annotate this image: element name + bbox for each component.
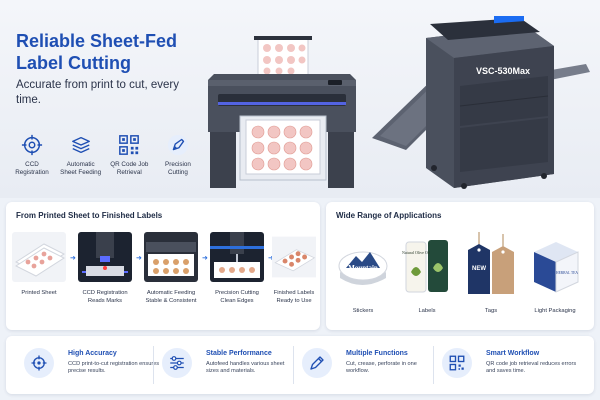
benefit-text: QR code job retrieval reduces errors and… [486, 361, 577, 375]
arrow-right-icon: ➜ [136, 255, 142, 262]
feeding-rollers-image [144, 232, 198, 282]
applications-title: Wide Range of Applications [336, 211, 442, 220]
step-finished-labels: Finished Labels Ready to Use [272, 232, 316, 305]
production-cutter-image: VSC-530Max [372, 16, 590, 189]
hang-tags-image: NEW [468, 232, 514, 294]
benefit-title: Stable Performance [206, 350, 272, 357]
step-precision-cutting: Precision Cutting Clean Edges [208, 232, 266, 305]
sticker-image: Mountain [338, 251, 388, 285]
printed-sheet-image [12, 232, 66, 282]
divider [153, 346, 154, 384]
benefit-multiple-functions: Multiple Functions Cut, crease, perforat… [298, 344, 436, 386]
benefit-title: Multiple Functions [346, 350, 408, 357]
arrow-right-icon: ➜ [202, 255, 208, 262]
step-printed-sheet: Printed Sheet [10, 232, 68, 298]
applications-panel: Wide Range of Applications Mountain Stic… [326, 202, 594, 330]
benefit-title: High Accuracy [68, 350, 117, 357]
application-list: Mountain Stickers Natural Olive Oil Labe… [332, 232, 588, 324]
benefit-text: Cut, crease, perforate in one workflow. [346, 361, 417, 375]
benefit-title: Smart Workflow [486, 350, 540, 357]
application-tags: NEW Tags [460, 232, 522, 314]
application-label: Stickers [352, 308, 374, 314]
process-title: From Printed Sheet to Finished Labels [16, 211, 163, 220]
feature-qr-code-job-retrieval: QR Code Job Retrieval [107, 134, 151, 184]
step-ccd-registration: CCD Registration Reads Marks [76, 232, 134, 305]
feature-ccd-registration: CCD Registration [10, 134, 54, 184]
benefits-panel: High Accuracy CCD print-to-cut registrat… [6, 336, 594, 394]
sticker-art-text: Mountain [348, 264, 378, 272]
benefit-text: Autofeed handles various sheet sizes and… [206, 361, 285, 375]
divider [433, 346, 434, 384]
ccd-camera-image [78, 232, 132, 282]
cutting-head-image [210, 232, 264, 282]
process-panel: From Printed Sheet to Finished Labels Pr… [6, 202, 320, 330]
application-stickers: Mountain Stickers [332, 232, 394, 314]
feature-automatic-sheet-feeding: Automatic Sheet Feeding [59, 134, 103, 184]
benefit-smart-workflow: Smart Workflow QR code job retrieval red… [438, 344, 576, 386]
application-light-packaging: HERBAL TEA Light Packaging [524, 232, 586, 314]
target-icon [21, 134, 43, 156]
step-label: Printed Sheet [21, 290, 57, 296]
step-label: Precision Cutting Clean Edges [215, 290, 259, 304]
packaging-box-image: HERBAL TEA [534, 242, 579, 293]
tag-art-text: NEW [472, 266, 486, 272]
application-label: Tags [484, 308, 498, 314]
machine-model-text: VSC-530Max [476, 66, 530, 76]
sliders-icon [162, 348, 192, 378]
benefit-text: CCD print-to-cut registration ensures pr… [68, 361, 160, 375]
application-label: Labels [418, 308, 436, 314]
packaging-art-text: HERBAL TEA [556, 271, 578, 275]
crosshair-icon [24, 348, 54, 378]
qr-code-icon [442, 348, 472, 378]
feature-label: Precision Cutting [165, 161, 191, 176]
feature-label: QR Code Job Retrieval [110, 161, 149, 176]
label-art-text: Natural Olive Oil [402, 250, 431, 255]
stacked-sheets-icon [71, 136, 90, 154]
finished-labels-image [272, 236, 316, 278]
feature-label: Automatic Sheet Feeding [60, 161, 102, 176]
desktop-cutter-image [208, 36, 356, 188]
feature-precision-cutting: Precision Cutting [156, 134, 200, 184]
step-label: Automatic Feeding Stable & Consistent [145, 290, 197, 304]
qr-code-icon [119, 135, 140, 155]
benefit-stable-performance: Stable Performance Autofeed handles vari… [158, 344, 296, 386]
step-label: Finished Labels Ready to Use [273, 290, 315, 304]
blade-icon [167, 134, 189, 156]
benefit-high-accuracy: High Accuracy CCD print-to-cut registrat… [20, 344, 160, 386]
hero-subtitle: Accurate from print to cut, every time. [16, 79, 179, 106]
process-steps: Printed Sheet ➜ CCD Registration Reads M… [10, 232, 316, 324]
hero-section: Reliable Sheet-Fed Label Cutting Accurat… [0, 0, 600, 198]
step-automatic-feeding: Automatic Feeding Stable & Consistent [142, 232, 200, 305]
arrow-right-icon: ➜ [268, 255, 274, 262]
step-label: CCD Registration Reads Marks [82, 290, 128, 304]
arrow-right-icon: ➜ [70, 255, 76, 262]
feature-list: CCD Registration Automatic Sheet Feeding [10, 134, 200, 184]
application-label: Light Packaging [534, 308, 576, 314]
bottle-labels-image: Natural Olive Oil [402, 240, 448, 293]
application-labels: Natural Olive Oil Labels [396, 232, 458, 314]
pen-icon [302, 348, 332, 378]
divider [293, 346, 294, 384]
hero-title: Reliable Sheet-Fed Label Cutting [16, 31, 178, 73]
feature-label: CCD Registration [15, 161, 49, 176]
